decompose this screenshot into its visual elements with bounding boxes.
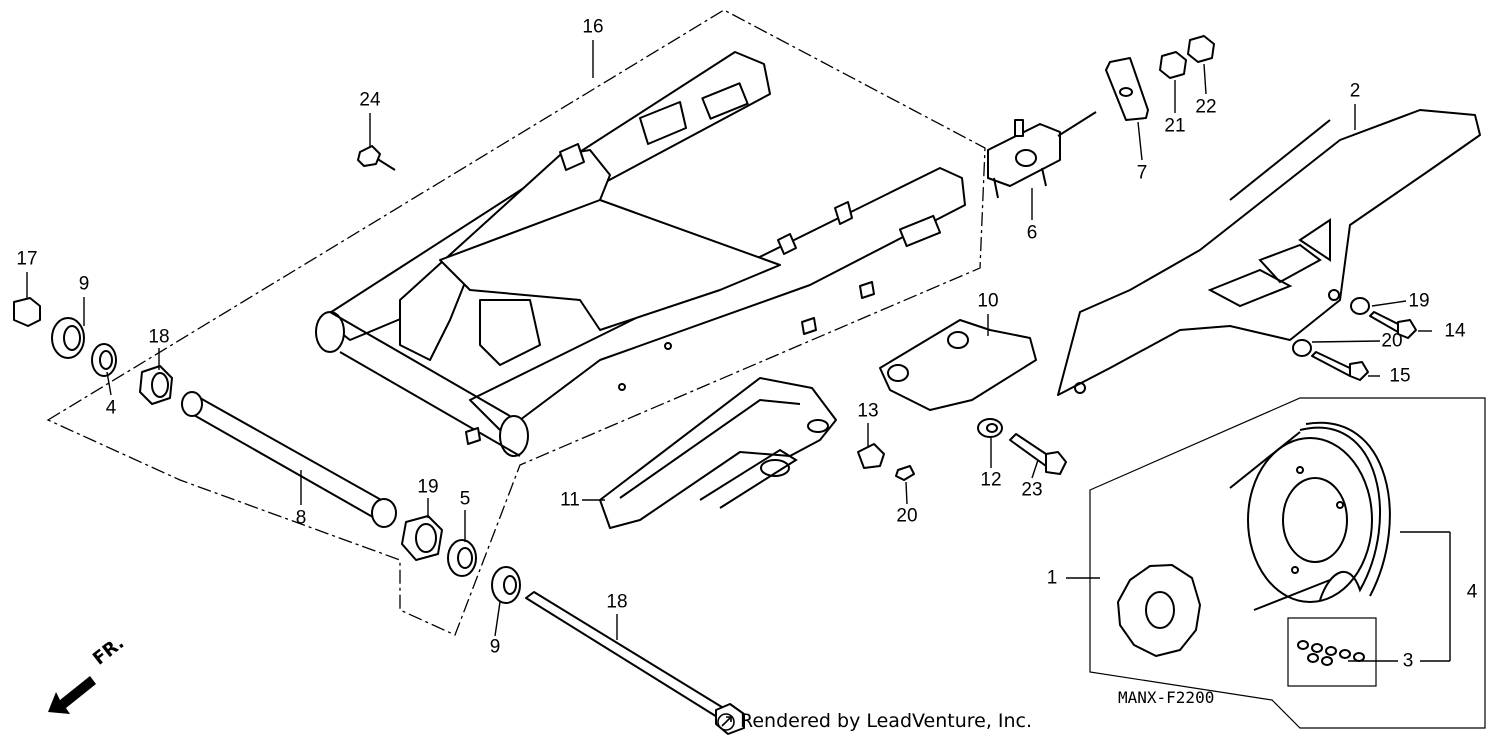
joint-3-box — [1287, 617, 1377, 687]
callout-4-right: 4 — [1466, 581, 1478, 603]
collar-4 — [91, 343, 117, 377]
nut-22 — [1187, 35, 1215, 63]
pivot-pipe-8 — [181, 391, 397, 528]
nut-17 — [13, 297, 41, 327]
dust-seal-5 — [447, 539, 477, 577]
callout-13: 13 — [857, 400, 879, 422]
drive-chain-4 — [1229, 421, 1391, 611]
callout-11: 11 — [560, 489, 580, 511]
callout-14: 16 — [582, 16, 604, 38]
leadventure-logo-icon — [717, 713, 735, 731]
callout-8: 8 — [295, 507, 307, 529]
dust-seal-9a — [51, 317, 85, 359]
bolt-23 — [1009, 433, 1067, 475]
leader-lines — [26, 40, 1451, 662]
callout-3: 3 — [1402, 650, 1414, 672]
callout-18-lower: 19 — [417, 476, 439, 498]
collar-19a — [1350, 297, 1370, 315]
callout-15-upper: 14 — [1444, 320, 1466, 342]
adjuster-plate-7 — [1105, 57, 1149, 121]
diagram-code: MANX-F2200 — [1118, 688, 1215, 707]
chain-adjuster-6 — [987, 111, 1097, 199]
callout-22: 22 — [1195, 96, 1217, 118]
chain-case-2 — [1057, 109, 1481, 396]
screw-20-head — [895, 465, 915, 481]
swingarm-part — [315, 51, 966, 457]
needle-bearing-18b — [401, 515, 443, 561]
collar-19b — [1292, 339, 1312, 357]
callout-1: 1 — [1046, 567, 1058, 589]
callout-18-upper: 18 — [148, 326, 170, 348]
callout-6: 6 — [1026, 222, 1038, 244]
bolt-24 — [357, 145, 396, 171]
callout-20: 20 — [896, 505, 918, 527]
front-direction-arrow-icon — [48, 676, 96, 714]
callout-24: 24 — [359, 89, 381, 111]
swingarm-group-outline — [46, 9, 986, 636]
washer-9b — [491, 566, 521, 604]
chain-slider-11 — [599, 377, 837, 529]
callout-19-upper: 19 — [1408, 290, 1430, 312]
drive-chain-group-outline — [1089, 397, 1486, 729]
callout-4-left: 4 — [105, 397, 117, 419]
callout-16: 18 — [606, 591, 628, 613]
callout-9-lower: 9 — [489, 636, 501, 658]
drive-sprocket-1 — [1117, 564, 1201, 657]
callout-21: 21 — [1164, 115, 1186, 137]
callout-10: 10 — [977, 290, 999, 312]
collar-12 — [977, 418, 1003, 438]
callout-15-lower: 15 — [1389, 365, 1411, 387]
callout-19-lower: 20 — [1381, 330, 1403, 352]
render-credit: Rendered by LeadVenture, Inc. — [740, 710, 1033, 732]
callout-17: 17 — [16, 248, 38, 270]
callout-7: 7 — [1136, 162, 1148, 184]
bolt-15b — [1311, 351, 1369, 381]
driven-sprocket — [1247, 437, 1373, 603]
callout-12: 12 — [980, 469, 1002, 491]
callout-5: 5 — [459, 488, 471, 510]
callout-2: 2 — [1349, 80, 1361, 102]
needle-bearing-18a — [139, 365, 173, 405]
bolt-15a — [1369, 311, 1417, 339]
callout-9-upper: 9 — [78, 273, 90, 295]
grommet-13 — [857, 443, 885, 469]
joint-3 — [1297, 640, 1365, 666]
nut-21 — [1159, 51, 1187, 79]
callout-23: 23 — [1021, 479, 1043, 501]
chain-guide-10 — [879, 319, 1037, 411]
pivot-bolt-16 — [525, 591, 745, 735]
